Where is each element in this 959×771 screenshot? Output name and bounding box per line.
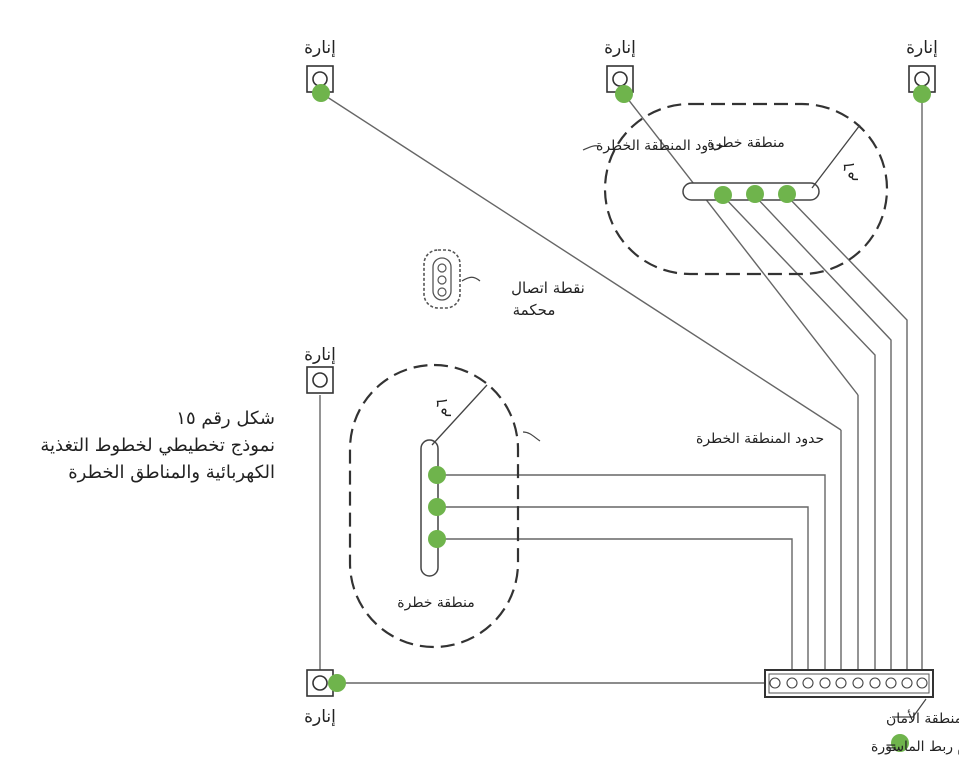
- terminal-icon: [901, 677, 913, 689]
- terminal-icon: [885, 677, 897, 689]
- terminal-icon: [835, 677, 847, 689]
- terminal-icon: [869, 677, 881, 689]
- seal-fitting: [778, 185, 796, 203]
- terminal-icon: [769, 677, 781, 689]
- leader-line: [892, 698, 927, 718]
- hazard-boundary-label-lower: حدود المنطقة الخطرة: [696, 431, 824, 447]
- figure-title-line-2: الكهربائية والمناطق الخطرة: [68, 462, 275, 483]
- hazard-boundary-label-upper: حدود المنطقة الخطرة: [596, 138, 724, 154]
- seal-fitting: [428, 530, 446, 548]
- conduit-line: [320, 92, 842, 431]
- figure-caption: شكل رقم ١٥ نموذج تخطيطي لخطوط التغذية ال…: [0, 405, 275, 486]
- light-fixture-2: إنارة: [604, 38, 636, 103]
- legend: = وصلة إحكام ربط الماسورة: [871, 734, 959, 755]
- conduit-line: [437, 506, 809, 672]
- light-label: إنارة: [906, 38, 938, 58]
- junction-box: [764, 669, 934, 718]
- legend-equals: =: [885, 739, 897, 755]
- hazard-zone-label: منطقة خطرة: [397, 595, 474, 611]
- terminal-row: [769, 677, 928, 689]
- junction-box-label: صندوق توزيع مواسير و تمديدات الكهرباء في…: [886, 709, 959, 727]
- leader-line: [582, 145, 599, 151]
- leader-line: [522, 431, 541, 442]
- conduit-line: [623, 93, 859, 396]
- conduit-line: [754, 195, 892, 672]
- hazard-boundary-dashed: [348, 363, 520, 649]
- seal-fitting-legend-icon: [891, 734, 909, 752]
- terminal-icon: [916, 677, 928, 689]
- light-bulb-icon: [312, 372, 328, 388]
- conduit-line: [722, 195, 876, 672]
- seal-fitting: [328, 674, 346, 692]
- conduit-lines: [319, 92, 923, 684]
- light-label: إنارة: [604, 38, 636, 58]
- sealed-point-label-2: محكمة: [513, 301, 556, 319]
- seal-fitting: [746, 185, 764, 203]
- figure-number: شكل رقم ١٥: [176, 408, 275, 429]
- lower-hazard-zone: ٦م منطقة خطرة: [348, 363, 520, 649]
- sealed-point-label-1: نقطة اتصال: [511, 279, 585, 297]
- upper-hazard-zone: منطقة خطرة ٦م: [603, 102, 889, 276]
- hazard-boundary-dashed: [603, 102, 889, 276]
- seal-fitting: [428, 466, 446, 484]
- figure-title-line-1: نموذج تخطيطي لخطوط التغذية: [40, 435, 275, 456]
- light-fixture-4: إنارة: [304, 345, 336, 394]
- terminal-icon: [852, 677, 864, 689]
- seal-fitting: [714, 186, 732, 204]
- distance-label: ٦م: [432, 399, 451, 418]
- seal-fitting: [428, 498, 446, 516]
- seal-fitting: [312, 84, 330, 102]
- light-fixture-3: إنارة: [906, 38, 938, 103]
- seal-fitting: [913, 85, 931, 103]
- legend-text: وصلة إحكام ربط الماسورة: [871, 739, 959, 755]
- terminal-icon: [819, 677, 831, 689]
- distance-label: ٦م: [839, 163, 858, 182]
- light-fixture-1: إنارة: [304, 38, 336, 102]
- radius-line: [431, 384, 488, 446]
- light-label: إنارة: [304, 38, 336, 58]
- seal-fitting: [615, 85, 633, 103]
- light-label: إنارة: [304, 707, 336, 727]
- conduit-line: [437, 474, 826, 672]
- conduit-line: [786, 195, 908, 672]
- terminal-icon: [802, 677, 814, 689]
- hazard-zone-label: منطقة خطرة: [707, 135, 784, 151]
- radius-line: [811, 124, 861, 189]
- light-fixture-5: إنارة: [304, 669, 346, 727]
- terminal-icon: [786, 677, 798, 689]
- light-bulb-icon: [312, 675, 328, 691]
- conduit-line: [437, 538, 793, 672]
- light-label: إنارة: [304, 345, 336, 365]
- sealed-connection-point: نقطة اتصال محكمة: [423, 249, 585, 319]
